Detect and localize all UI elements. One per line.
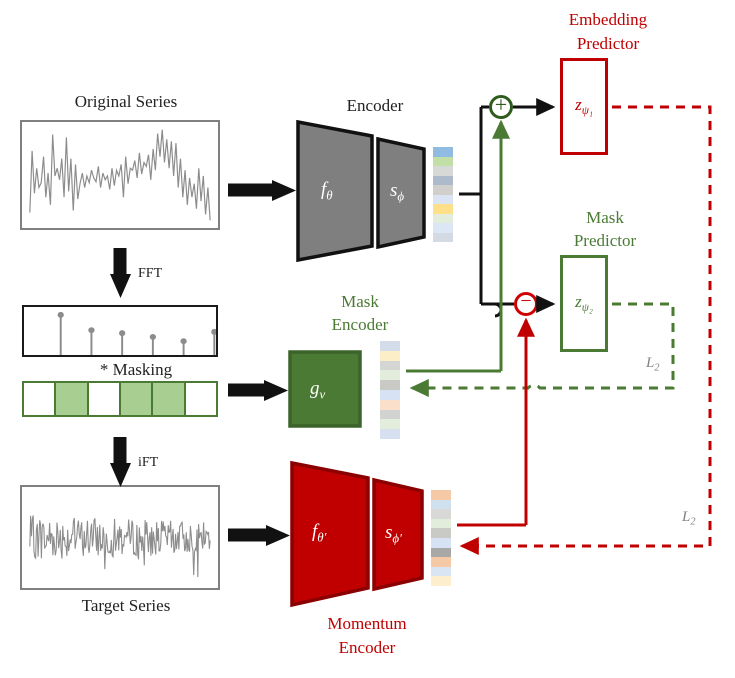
- fft-stem-plot: [57, 311, 216, 355]
- embedding-cell: [380, 389, 400, 400]
- embedding-cell: [380, 360, 400, 371]
- original-series-label: Original Series: [74, 92, 178, 111]
- embedding-cell: [431, 528, 451, 538]
- embedding-cell: [380, 429, 400, 439]
- mask-encoder-title-line2: Encoder: [331, 315, 389, 334]
- fft-arrow-label: FFT: [138, 266, 163, 281]
- masking-annotation: * Masking: [99, 360, 173, 379]
- mask-cell: [185, 383, 216, 415]
- loss-upper-label: L2: [646, 355, 660, 374]
- embedding-cell: [380, 341, 400, 351]
- embedding-cell: [431, 518, 451, 529]
- embedding-cell: [431, 557, 451, 567]
- embedding-cell: [431, 537, 451, 548]
- encoder-title: Encoder: [346, 96, 404, 115]
- momentum-block-f: [290, 460, 370, 608]
- encoder-embedding: [433, 147, 453, 242]
- embedding-predictor-title-line1: Embedding: [568, 10, 648, 29]
- loss-lower-label: L2: [682, 509, 696, 528]
- embedding-cell: [431, 490, 451, 500]
- embedding-cell: [431, 499, 451, 510]
- embedding-cell: [431, 576, 451, 586]
- plus-glyph: +: [494, 92, 508, 117]
- embedding-cell: [433, 185, 453, 195]
- masking-row: [22, 381, 218, 417]
- embedding-cell: [380, 409, 400, 420]
- green-dashed-loss-path: [409, 302, 675, 397]
- original-series-panel: [20, 120, 220, 230]
- plus-operator: +: [489, 92, 513, 119]
- input-arrow-encoder: [228, 180, 296, 201]
- embedding-cell: [380, 350, 400, 361]
- mask-encoder-block: [288, 350, 362, 428]
- embedding-cell: [433, 213, 453, 223]
- mask-predictor-symbol: zψ₂: [575, 292, 593, 315]
- embedding-predictor-box[interactable]: zψ₁: [560, 58, 608, 155]
- mask-encoder-embedding: [380, 341, 400, 439]
- embedding-cell: [433, 223, 453, 233]
- encoder-block-f: [296, 119, 374, 263]
- ift-arrow: [110, 437, 131, 487]
- embedding-cell: [431, 547, 451, 558]
- embedding-cell: [433, 156, 453, 166]
- mask-cell: [153, 383, 186, 415]
- embedding-predictor-title-line2: Predictor: [576, 34, 640, 53]
- encoder-block-s: [376, 136, 426, 250]
- input-arrow-mask-encoder: [228, 380, 288, 401]
- embedding-cell: [433, 175, 453, 185]
- momentum-encoder-title-line2: Encoder: [338, 638, 396, 657]
- momentum-block-s: [372, 477, 424, 592]
- black-wire-hop-over-green: [481, 302, 514, 318]
- embedding-cell: [433, 166, 453, 176]
- embedding-predictor-symbol: zψ₁: [575, 95, 593, 118]
- embedding-cell: [433, 194, 453, 204]
- mask-predictor-title-line1: Mask: [586, 208, 624, 227]
- embedding-cell: [380, 370, 400, 381]
- momentum-encoder-title-line1: Momentum: [327, 614, 407, 633]
- embedding-cell: [380, 380, 400, 390]
- fft-arrow: [110, 248, 131, 298]
- mask-cell: [24, 383, 57, 415]
- target-series-plot: [29, 515, 211, 578]
- input-arrow-momentum-encoder: [228, 525, 290, 546]
- embedding-cell: [433, 204, 453, 214]
- embedding-cell: [380, 399, 400, 410]
- red-dashed-loss-path: [459, 105, 712, 555]
- original-series-plot: [29, 129, 211, 221]
- momentum-encoder-embedding: [431, 490, 451, 586]
- minus-glyph: −: [520, 290, 532, 312]
- fft-panel: [22, 305, 218, 357]
- mask-cell: [120, 383, 154, 415]
- embedding-cell: [380, 419, 400, 430]
- mask-cell: [88, 383, 121, 415]
- embedding-cell: [431, 509, 451, 519]
- mask-predictor-title-line2: Predictor: [573, 231, 637, 250]
- target-series-label: Target Series: [81, 596, 171, 615]
- target-series-panel: [20, 485, 220, 590]
- mask-cell: [56, 383, 89, 415]
- mask-predictor-box[interactable]: zψ₂: [560, 255, 608, 352]
- mask-encoder-title-line1: Mask: [341, 292, 379, 311]
- embedding-cell: [433, 147, 453, 157]
- embedding-cell: [433, 232, 453, 242]
- ift-arrow-label: iFT: [138, 455, 159, 470]
- embedding-cell: [431, 566, 451, 577]
